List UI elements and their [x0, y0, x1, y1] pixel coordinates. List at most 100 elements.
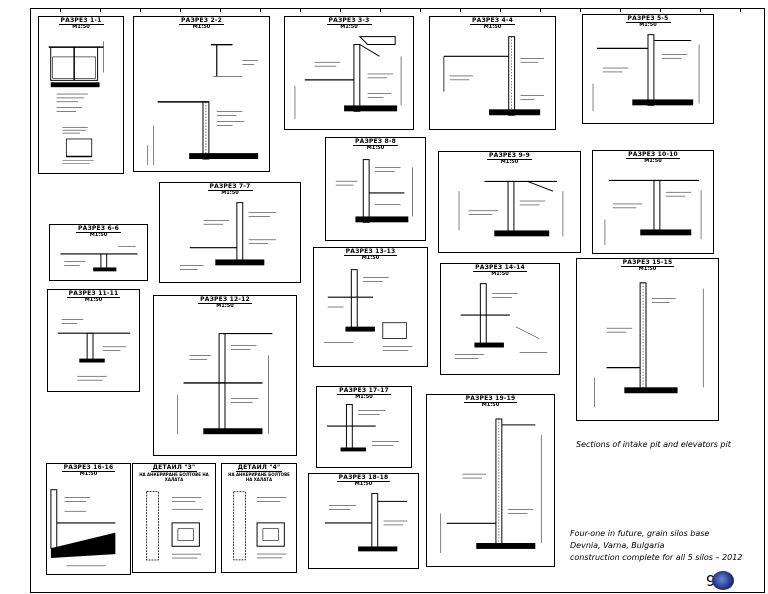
drawing-frame: [30, 8, 765, 593]
panel-scale: М1:50: [355, 394, 373, 400]
panel-scale: М1:50: [483, 24, 502, 30]
section-drawing: [443, 36, 545, 116]
frame-tick: [260, 8, 261, 12]
section-drawing: [323, 269, 413, 351]
panel-title: РАЗРЕЗ 15-15: [620, 259, 675, 267]
frame-tick: [60, 8, 61, 12]
section-4-4: РАЗРЕЗ 4-4 М1:50: [429, 16, 556, 130]
section-10-10: РАЗРЕЗ 10-10 М1:50: [592, 150, 714, 254]
frame-tick: [660, 8, 661, 12]
frame-tick: [500, 8, 501, 12]
panel-scale: М1:50: [366, 145, 385, 151]
project-line-1: Four-one in future, grain silos base: [570, 529, 710, 538]
section-5-5: РАЗРЕЗ 5-5 М1:50: [582, 14, 714, 124]
company-logo: [712, 571, 734, 590]
section-15-15: РАЗРЕЗ 15-15 М1:50: [576, 258, 719, 421]
panel-scale: М1:50: [638, 266, 657, 272]
frame-tick: [460, 8, 461, 12]
panel-title: РАЗРЕЗ 13-13: [343, 248, 398, 256]
panel-title: РАЗРЕЗ 18-18: [336, 474, 391, 482]
section-drawing: [177, 332, 273, 435]
detail-4: ДЕТАЙЛ "4" НА АНКЕРИРАНЕ БОЛТОВЕ НА ХАЛА…: [221, 463, 297, 573]
frame-tick: [380, 8, 381, 12]
section-drawing: [592, 34, 700, 112]
panel-title: РАЗРЕЗ 5-5: [625, 15, 671, 23]
panel-title: РАЗРЕЗ 1-1: [58, 17, 104, 25]
section-16-16: РАЗРЕЗ 16-16 М1:50: [46, 463, 131, 575]
section-9-9: РАЗРЕЗ 9-9 М1:50: [438, 151, 581, 253]
panel-scale: М1:50: [79, 471, 98, 477]
frame-tick: [220, 8, 221, 12]
frame-tick: [420, 8, 421, 12]
section-18-18: РАЗРЕЗ 18-18 М1:50: [308, 473, 419, 569]
section-14-14: РАЗРЕЗ 14-14 М1:50: [440, 263, 560, 375]
panel-scale: М1:50: [639, 22, 657, 28]
frame-tick: [300, 8, 301, 12]
section-drawing: [50, 489, 116, 567]
detail-drawing: [233, 491, 287, 561]
panel-scale: М1:50: [500, 159, 519, 165]
panel-scale: М1:50: [340, 24, 358, 30]
section-drawing: [454, 283, 548, 359]
section-drawing: [324, 493, 408, 552]
panel-title: РАЗРЕЗ 2-2: [179, 17, 224, 25]
frame-tick: [340, 8, 341, 12]
frame-tick: [100, 8, 101, 12]
panel-subtitle: НА АНКЕРИРАНЕ БОЛТОВЕ НА ХАЛАТА: [139, 472, 209, 482]
frame-tick: [140, 8, 141, 12]
panel-title: РАЗРЕЗ 12-12: [198, 296, 252, 304]
panel-title: РАЗРЕЗ 10-10: [626, 151, 680, 159]
panel-scale: М1:50: [354, 481, 373, 487]
panel-title: РАЗРЕЗ 6-6: [76, 225, 121, 233]
panel-title: РАЗРЕЗ 9-9: [487, 152, 532, 160]
section-drawing: [180, 202, 277, 270]
section-1-1: РАЗРЕЗ 1-1 М1:50: [38, 16, 124, 174]
section-drawing: [326, 404, 400, 452]
panel-scale: М1:50: [72, 24, 90, 30]
section-drawing: [48, 41, 104, 164]
section-drawing: [294, 36, 402, 120]
section-19-19: РАЗРЕЗ 19-19 М1:50: [426, 394, 555, 567]
panel-title: РАЗРЕЗ 11-11: [66, 290, 121, 298]
page-number: 9: [706, 572, 716, 590]
panel-title: РАЗРЕЗ 4-4: [470, 17, 515, 25]
panel-title: РАЗРЕЗ 3-3: [326, 17, 372, 25]
frame-tick: [740, 8, 741, 12]
section-13-13: РАЗРЕЗ 13-13 М1:50: [313, 247, 428, 367]
panel-scale: М1:50: [221, 190, 239, 196]
section-drawing: [57, 319, 131, 381]
section-8-8: РАЗРЕЗ 8-8 М1:50: [325, 137, 426, 241]
section-drawing: [458, 180, 564, 237]
panel-title: ДЕТАЙЛ "3": [150, 464, 198, 472]
panel-title: РАЗРЕЗ 7-7: [207, 183, 253, 191]
section-drawing: [594, 282, 704, 408]
panel-scale: М1:50: [89, 232, 108, 238]
section-7-7: РАЗРЕЗ 7-7 М1:50: [159, 182, 301, 283]
sections-caption: Sections of intake pit and elevators pit: [576, 440, 731, 449]
panel-title: ДЕТАЙЛ "4": [235, 464, 283, 472]
section-drawing: [147, 44, 259, 165]
section-drawing: [335, 159, 413, 223]
section-2-2: РАЗРЕЗ 2-2 М1:50: [133, 16, 270, 172]
panel-scale: М1:50: [491, 271, 509, 277]
section-11-11: РАЗРЕЗ 11-11 М1:50: [47, 289, 140, 392]
panel-scale: М1:50: [644, 158, 662, 164]
frame-tick: [700, 8, 701, 12]
frame-tick: [580, 8, 581, 12]
section-drawing: [604, 179, 702, 246]
panel-title: РАЗРЕЗ 16-16: [61, 464, 116, 472]
panel-scale: М1:50: [361, 255, 380, 261]
panel-title: РАЗРЕЗ 8-8: [353, 138, 398, 146]
section-drawing: [440, 418, 542, 553]
panel-title: РАЗРЕЗ 14-14: [473, 264, 527, 272]
section-6-6: РАЗРЕЗ 6-6 М1:50: [49, 224, 148, 281]
panel-scale: М1:50: [84, 297, 103, 303]
detail-drawing: [146, 491, 204, 561]
frame-tick: [620, 8, 621, 12]
panel-subtitle: НА АНКЕРИРАНЕ БОЛТОВЕ НА ХАЛАТА: [228, 472, 290, 482]
panel-scale: М1:50: [216, 303, 234, 309]
panel-title: РАЗРЕЗ 17-17: [337, 387, 391, 395]
project-line-2: Devnia, Varna, Bulgaria: [570, 541, 665, 550]
panel-scale: М1:50: [481, 402, 500, 408]
section-drawing: [60, 245, 138, 272]
